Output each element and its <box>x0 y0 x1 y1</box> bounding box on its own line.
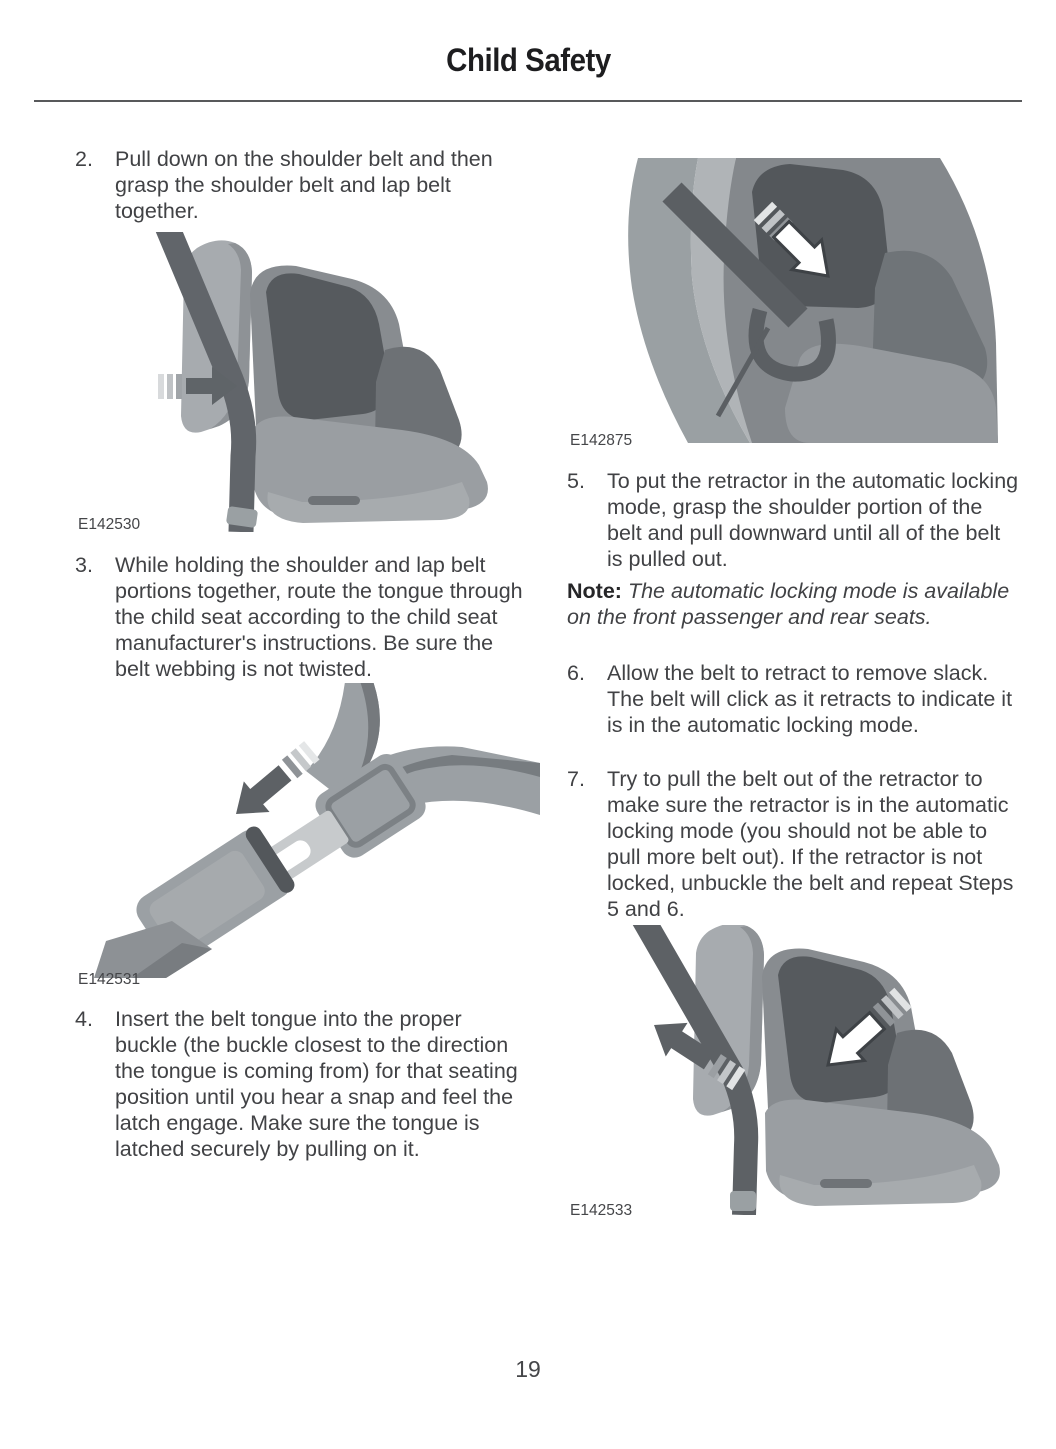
step-text: Try to pull the belt out of the retracto… <box>607 767 1014 921</box>
note-text: The automatic locking mode is available … <box>567 579 1010 629</box>
belt-anchor <box>226 506 258 528</box>
child-seat <box>250 265 488 523</box>
belt-anchor <box>730 1191 756 1211</box>
figure-label: E142875 <box>570 432 633 449</box>
arrow-up-left-icon <box>654 1022 746 1091</box>
step-item-2: 2. Pull down on the shoulder belt and th… <box>75 146 525 224</box>
figure-belt-pull-down <box>600 158 1000 443</box>
page-title-text: Child Safety <box>445 42 611 78</box>
step-number: 2. <box>75 147 93 171</box>
figure-label: E142530 <box>78 516 141 533</box>
note-block: Note:The automatic locking mode is avail… <box>567 578 1029 630</box>
step-number: 4. <box>75 1007 93 1031</box>
page-number: 19 <box>515 1356 541 1382</box>
arrow-down-left-outline-icon <box>826 987 912 1067</box>
note-label: Note: <box>567 579 622 603</box>
arrow-down-right-outline-icon <box>753 201 830 278</box>
step-text: Pull down on the shoulder belt and then … <box>115 147 493 223</box>
figure-belt-retract <box>596 925 1014 1215</box>
closeup-illustration <box>628 158 998 443</box>
step-text: Allow the belt to retract to remove slac… <box>607 661 1013 737</box>
step-number: 7. <box>567 767 585 791</box>
step-text: While holding the shoulder and lap belt … <box>115 553 523 681</box>
seat-belt <box>155 232 257 532</box>
step-item-4: 4. Insert the belt tongue into the prope… <box>75 1006 527 1162</box>
step-item-3: 3. While holding the shoulder and lap be… <box>75 552 527 682</box>
figure-label: E142533 <box>570 1202 633 1219</box>
step-item-7: 7. Try to pull the belt out of the retra… <box>567 766 1022 922</box>
step-item-6: 6. Allow the belt to retract to remove s… <box>567 660 1019 738</box>
seat-belt <box>632 925 759 1215</box>
step-item-5: 5. To put the retractor in the automatic… <box>567 468 1019 572</box>
step-number: 6. <box>567 661 585 685</box>
arrow-right-icon <box>158 367 237 405</box>
step-number: 3. <box>75 553 93 577</box>
step-text: To put the retractor in the automatic lo… <box>607 469 1019 571</box>
buckle-strap-shade <box>132 943 212 978</box>
child-seat-retract-illustration <box>632 925 1000 1215</box>
child-seat-illustration <box>155 232 488 532</box>
figure-label: E142531 <box>78 971 141 988</box>
page-title: Child Safety <box>0 42 1056 79</box>
figure-tongue-buckle <box>70 683 540 978</box>
arrow-down-left-icon <box>236 741 320 814</box>
step-number: 5. <box>567 469 585 493</box>
seat-belt <box>662 182 836 418</box>
step-text: Insert the belt tongue into the proper b… <box>115 1007 518 1161</box>
figure-child-seat-belt <box>100 232 520 532</box>
header-divider <box>34 100 1022 102</box>
buckle-illustration <box>94 683 540 978</box>
